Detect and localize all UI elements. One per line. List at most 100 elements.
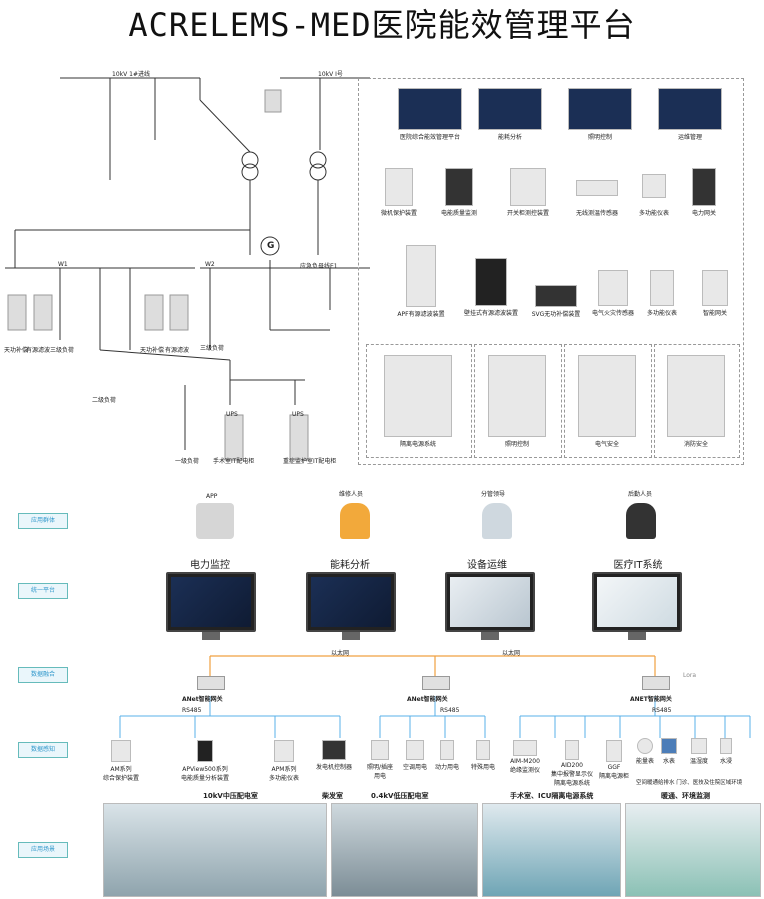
platform-title-4: 医疗IT系统 <box>613 560 663 571</box>
scene-photo-switchgear <box>103 803 327 897</box>
scene-label-2: 柴发室 <box>322 792 343 800</box>
sensor-14: 温湿度 <box>685 738 713 765</box>
gateway-3[interactable] <box>642 676 670 690</box>
device-r2-2: 电能质量监测 <box>430 168 488 217</box>
gateway-2[interactable] <box>422 676 450 690</box>
platform-screen-3: 照明控制 <box>565 88 635 141</box>
ethernet-label-1: 以太网 <box>331 650 350 657</box>
bus-w2: W2 <box>205 261 215 268</box>
sensor-13: 水表 <box>655 738 683 765</box>
third-load: 三级负荷 <box>200 345 225 352</box>
maintenance-worker-icon <box>340 503 370 539</box>
device-r2-5: 多功能仪表 <box>630 168 678 217</box>
sensor-2: APView500系列 电能质量分析装置 <box>170 740 240 782</box>
sensor-9: AIM-M200 绝缘监测仪 <box>503 740 547 774</box>
ups-cabinet-2: 重症监护室IT配电柜 <box>283 458 337 465</box>
monitor-power[interactable] <box>166 572 256 640</box>
app-user-icon <box>196 503 234 539</box>
sensor-11: GGF 隔离电源柜 <box>597 740 631 780</box>
rs485-label-1: RS485 <box>182 707 202 714</box>
ups-2: UPS <box>292 411 304 418</box>
sensor-8: 特殊用电 <box>466 740 500 771</box>
device-r4-4: 消防安全 <box>658 355 734 448</box>
ups-1: UPS <box>226 411 238 418</box>
second-load: 二级负荷 <box>92 397 117 404</box>
sensor-3: APM系列 多功能仪表 <box>260 740 308 782</box>
row4-group-3 <box>564 344 652 458</box>
lora-label: Lora <box>683 672 697 679</box>
user-app-label: APP <box>206 493 218 500</box>
generator-symbol: G <box>267 241 275 251</box>
first-load: 一级负荷 <box>175 458 200 465</box>
row4-group-2 <box>474 344 562 458</box>
side-btn-scenes[interactable]: 应用场景 <box>18 842 68 858</box>
single-line-diagram <box>5 77 370 461</box>
device-r4-2: 照明控制 <box>478 355 556 448</box>
platform-screen-2: 能耗分析 <box>475 88 545 141</box>
sensor-1: AM系列 综合保护装置 <box>101 740 141 782</box>
sensor-15: 水浸 <box>712 738 740 765</box>
row4-group-4 <box>654 344 740 458</box>
platform-title-1: 电力监控 <box>190 560 230 571</box>
sensor-5: 照明/插座 用电 <box>362 740 398 780</box>
row4-group-1 <box>366 344 472 458</box>
device-r2-1: 微机保护装置 <box>370 168 428 217</box>
platform-title-2: 能耗分析 <box>330 560 370 571</box>
emergency-bus: 应急负母线E1 <box>300 263 338 270</box>
logistics-staff-icon <box>626 503 656 539</box>
user-logistics-label: 后勤人员 <box>628 491 653 498</box>
rs485-label-3: RS485 <box>652 707 672 714</box>
scene-photo-hvac <box>625 803 761 897</box>
sensor-extra-label: 空间暖通给排水 门诊、医技及住院区域环境 <box>636 780 743 786</box>
incoming-line-1: 10kV 1#进线 <box>112 71 150 78</box>
rs485-label-2: RS485 <box>440 707 460 714</box>
sensor-7: 动力用电 <box>430 740 464 771</box>
device-r2-3: 开关柜测控装置 <box>496 168 560 217</box>
left-load-2: 有源滤波 <box>26 347 51 354</box>
gateway-label-1: ANet智能网关 <box>182 696 223 703</box>
device-r3-1: APF有源滤波装置 <box>388 245 454 318</box>
device-r3-3: SVG无功补偿装置 <box>524 275 588 318</box>
scene-label-1: 10kV中压配电室 <box>203 792 258 800</box>
device-r2-4: 无线测温传感器 <box>568 168 626 217</box>
gateway-label-3: ANET智能网关 <box>630 696 672 703</box>
device-r3-5: 多功能仪表 <box>637 270 687 317</box>
mid-load-2: 有源滤波 <box>165 347 190 354</box>
sensor-12: 能量表 <box>630 738 660 765</box>
ethernet-label-2: 以太网 <box>502 650 521 657</box>
device-r2-6: 电力网关 <box>680 168 728 217</box>
device-r3-6: 智能网关 <box>690 270 740 317</box>
left-load-1: 天功补偿 <box>4 347 29 354</box>
side-btn-sensing[interactable]: 数据感知 <box>18 742 68 758</box>
bus-w1: W1 <box>58 261 68 268</box>
sensor-4: 发电机控制器 <box>310 740 358 771</box>
leader-icon <box>482 503 512 539</box>
sensor-6: 空调用电 <box>398 740 432 771</box>
platform-screen-4: 运维管理 <box>655 88 725 141</box>
scene-label-5: 暖通、环境监测 <box>661 792 710 800</box>
device-r4-1: 隔离电源系统 <box>370 355 466 448</box>
user-leader-label: 分管领导 <box>481 491 506 498</box>
left-load-3: 三级负荷 <box>50 347 75 354</box>
side-btn-fusion[interactable]: 数据融合 <box>18 667 68 683</box>
scene-photo-low-voltage <box>331 803 478 897</box>
device-panel <box>358 78 744 465</box>
device-r3-4: 电气火灾传感器 <box>585 270 641 317</box>
side-btn-platform[interactable]: 统一平台 <box>18 583 68 599</box>
gateway-1[interactable] <box>197 676 225 690</box>
page-title: ACRELEMS-MED医院能效管理平台 <box>128 6 636 44</box>
side-btn-users[interactable]: 应用群体 <box>18 513 68 529</box>
ups-cabinet-1: 手术室IT配电柜 <box>213 458 255 465</box>
scene-photo-operating-room <box>482 803 621 897</box>
device-r3-2: 壁挂式有源滤波装置 <box>456 258 526 317</box>
scene-label-3: 0.4kV低压配电室 <box>371 792 429 800</box>
user-maint-label: 维修人员 <box>339 491 364 498</box>
incoming-line-2: 10kV I号 <box>318 71 343 78</box>
monitor-energy[interactable] <box>306 572 396 640</box>
sensor-10: AID200 集中报警显示仪 隔离电源系统 <box>544 740 600 787</box>
monitor-ops[interactable] <box>445 572 535 640</box>
device-r4-3: 电气安全 <box>568 355 646 448</box>
monitor-medical-it[interactable] <box>592 572 682 640</box>
network-lines <box>119 655 751 738</box>
gateway-label-2: ANet智能网关 <box>407 696 448 703</box>
